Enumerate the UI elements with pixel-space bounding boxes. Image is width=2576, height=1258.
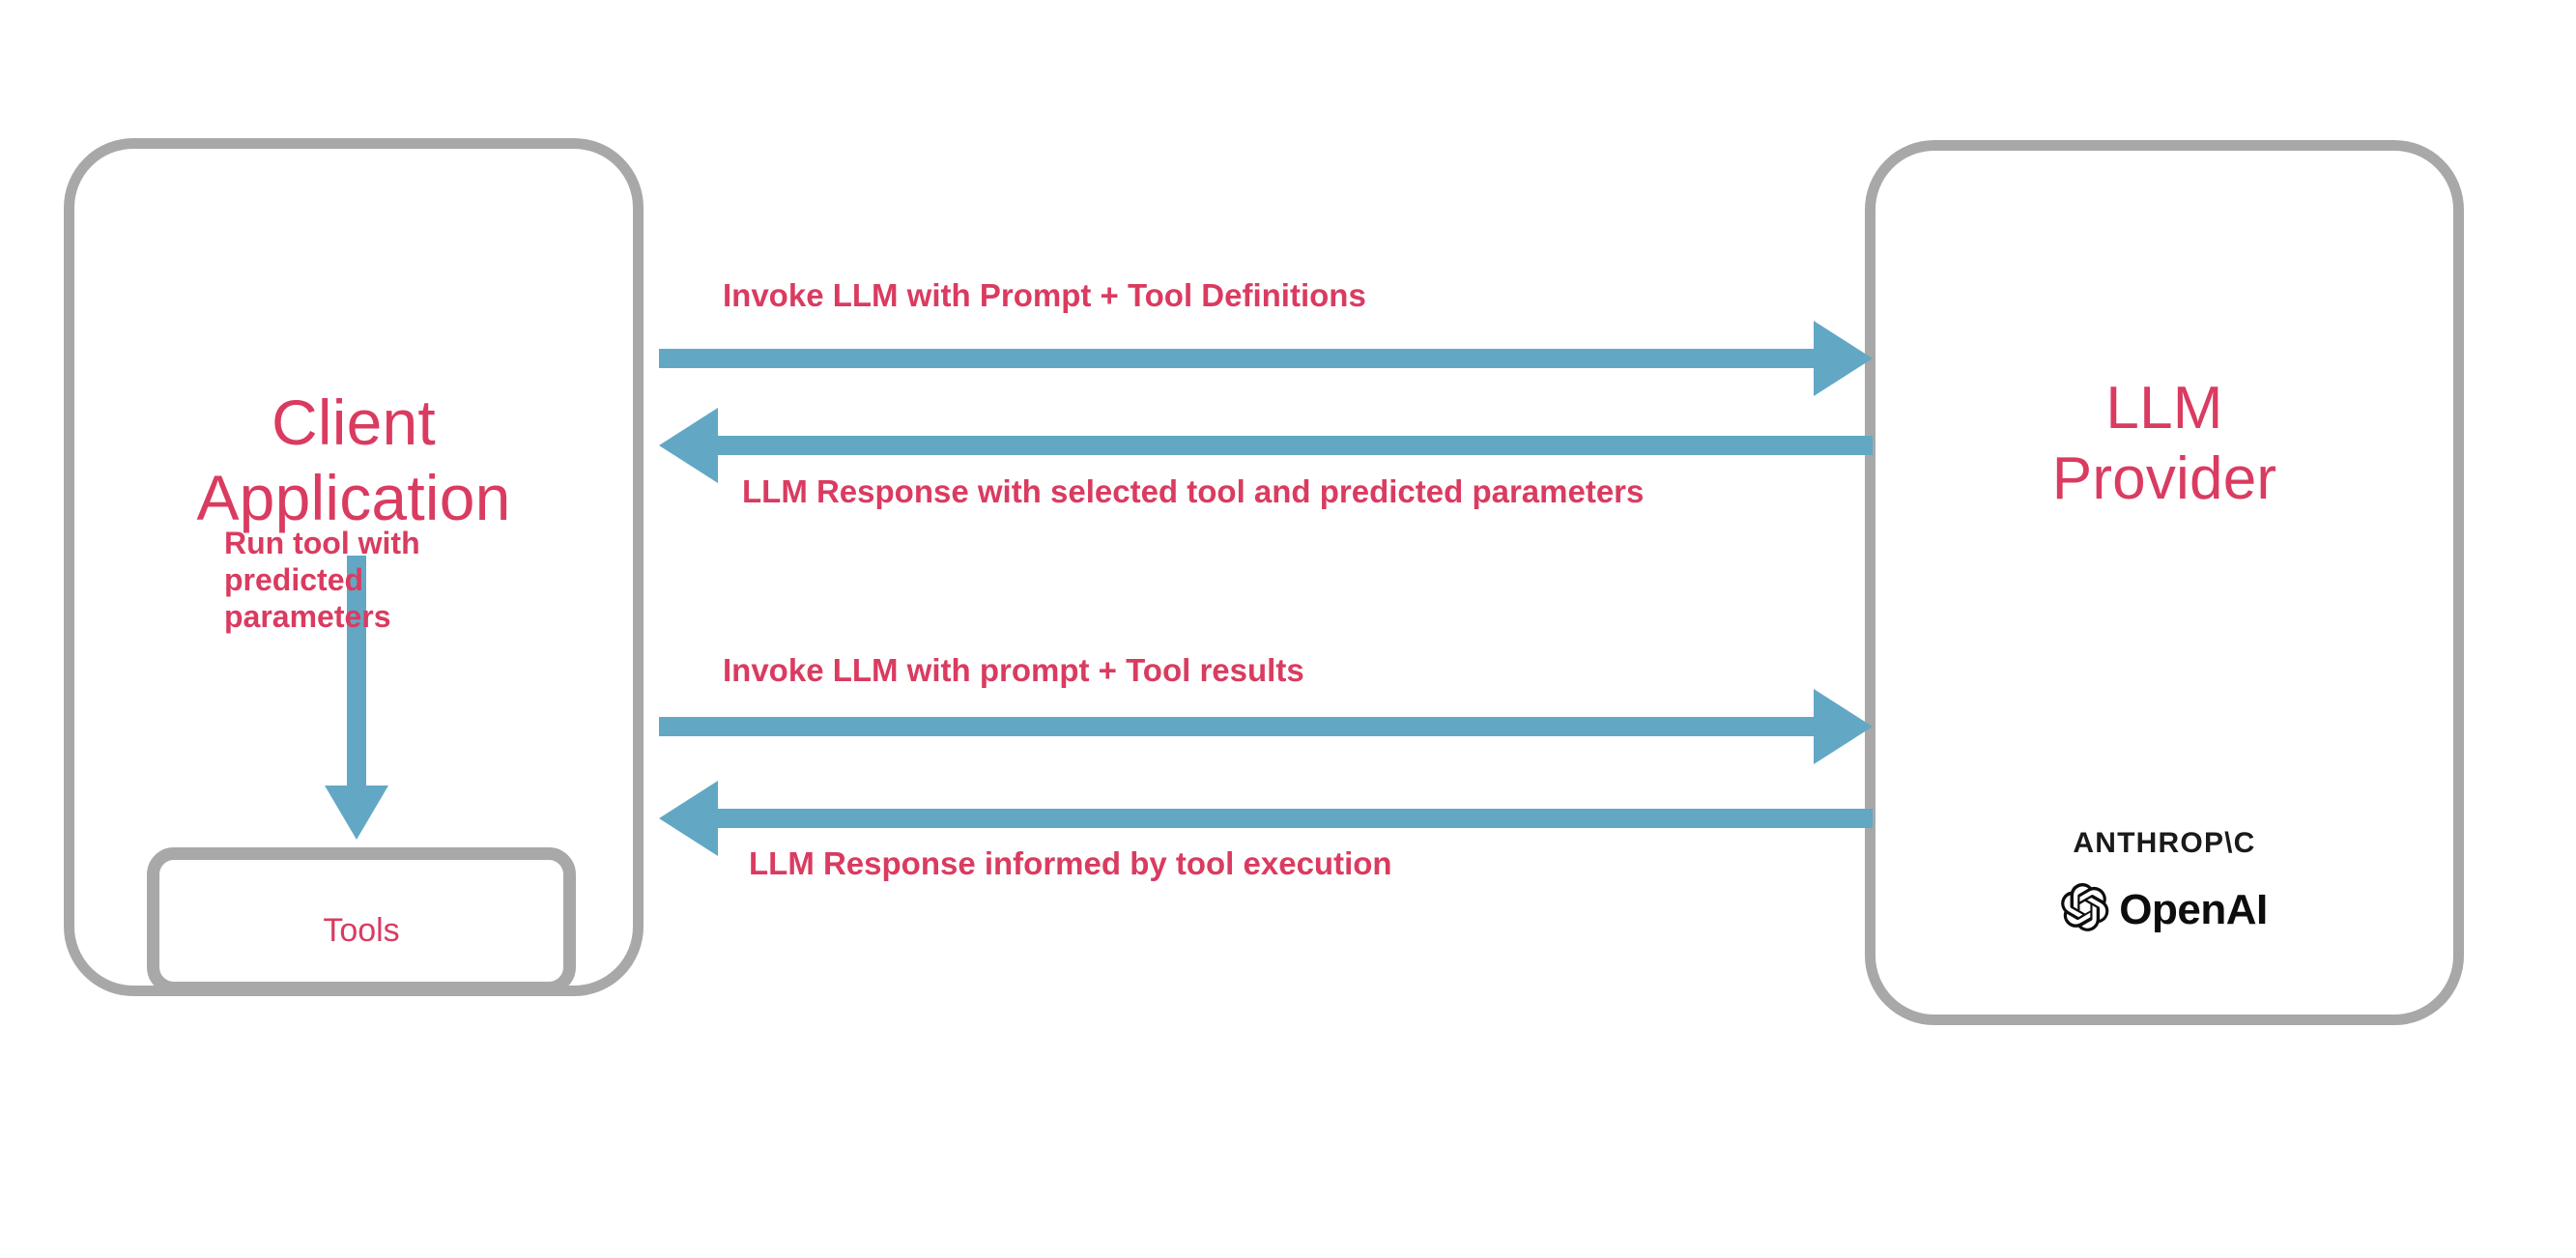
provider-brand-list: ANTHROP\C OpenAI — [1875, 827, 2453, 936]
tools-box[interactable]: Tools — [147, 847, 576, 994]
message-label-invoke-llm-tools: Invoke LLM with Prompt + Tool Definition… — [723, 277, 1366, 313]
message-arrow-invoke-llm-tools — [659, 321, 1873, 396]
openai-wordmark: OpenAI — [2119, 885, 2268, 933]
message-arrow-invoke-llm-tool-results — [659, 689, 1873, 764]
anthropic-logo: ANTHROP\C — [2073, 827, 2256, 859]
client-application-box[interactable]: Client Application Run tool with predict… — [64, 138, 644, 996]
message-label-llm-response-tool-selection: LLM Response with selected tool and pred… — [742, 473, 1645, 509]
llm-provider-title: LLM Provider — [2051, 375, 2277, 513]
openai-mark-icon — [2061, 883, 2109, 936]
run-tool-arrow-label: Run tool with predicted parameters — [224, 526, 420, 634]
client-application-title: Client Application — [196, 386, 511, 533]
message-label-llm-response-final: LLM Response informed by tool execution — [749, 845, 1392, 881]
message-arrow-llm-response-final — [659, 781, 1873, 856]
run-tool-arrow — [325, 556, 388, 840]
llm-provider-box[interactable]: LLM Provider ANTHROP\C OpenAI — [1865, 140, 2464, 1025]
tools-label: Tools — [323, 912, 400, 949]
message-label-invoke-llm-tool-results: Invoke LLM with prompt + Tool results — [723, 652, 1304, 688]
openai-logo: OpenAI — [2061, 883, 2268, 936]
message-arrow-llm-response-tool-selection — [659, 408, 1873, 483]
